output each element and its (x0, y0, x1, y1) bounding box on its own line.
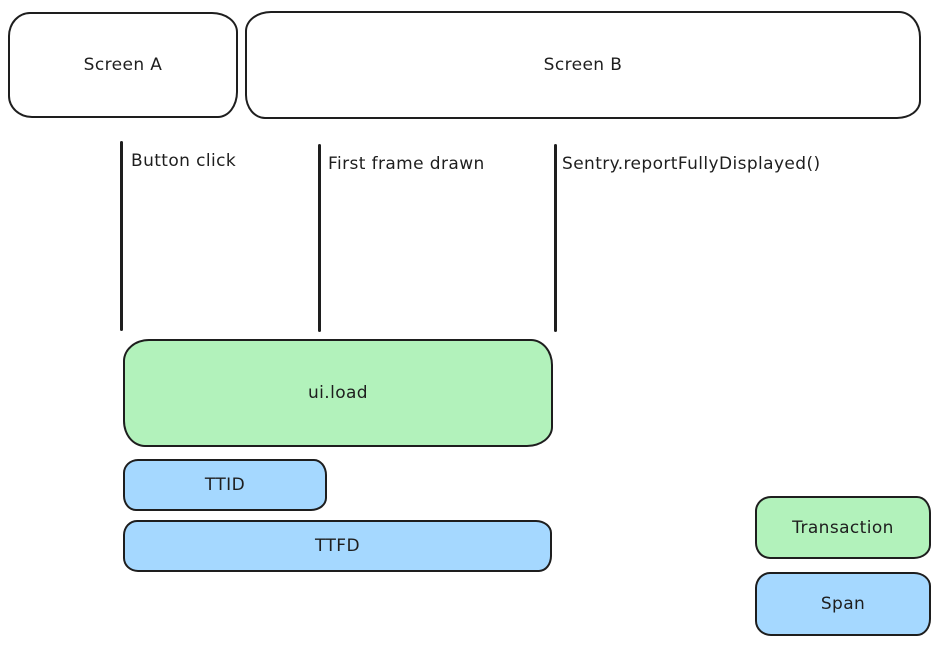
report-fully-displayed-marker-line (554, 144, 557, 332)
legend-transaction-swatch: Transaction (755, 496, 931, 559)
legend-span-label: Span (820, 594, 866, 614)
ttid-label: TTID (204, 475, 246, 495)
button-click-label: Button click (131, 151, 237, 171)
ttfd-span-bar: TTFD (123, 520, 552, 572)
screen-b-box: Screen B (245, 11, 921, 119)
ttfd-label: TTFD (315, 536, 360, 556)
ui-load-label: ui.load (307, 383, 369, 403)
screen-a-box: Screen A (8, 12, 238, 118)
ui-load-transaction-bar: ui.load (123, 339, 553, 447)
report-fully-displayed-label: Sentry.reportFullyDisplayed() (562, 154, 821, 174)
legend-span-swatch: Span (755, 572, 931, 636)
first-frame-drawn-marker-line (318, 144, 321, 332)
legend-transaction-label: Transaction (792, 517, 894, 538)
ttid-span-bar: TTID (123, 459, 327, 511)
button-click-marker-line (120, 141, 123, 331)
screen-a-label: Screen A (83, 55, 163, 75)
screen-b-label: Screen B (543, 55, 623, 75)
first-frame-drawn-label: First frame drawn (328, 154, 485, 174)
